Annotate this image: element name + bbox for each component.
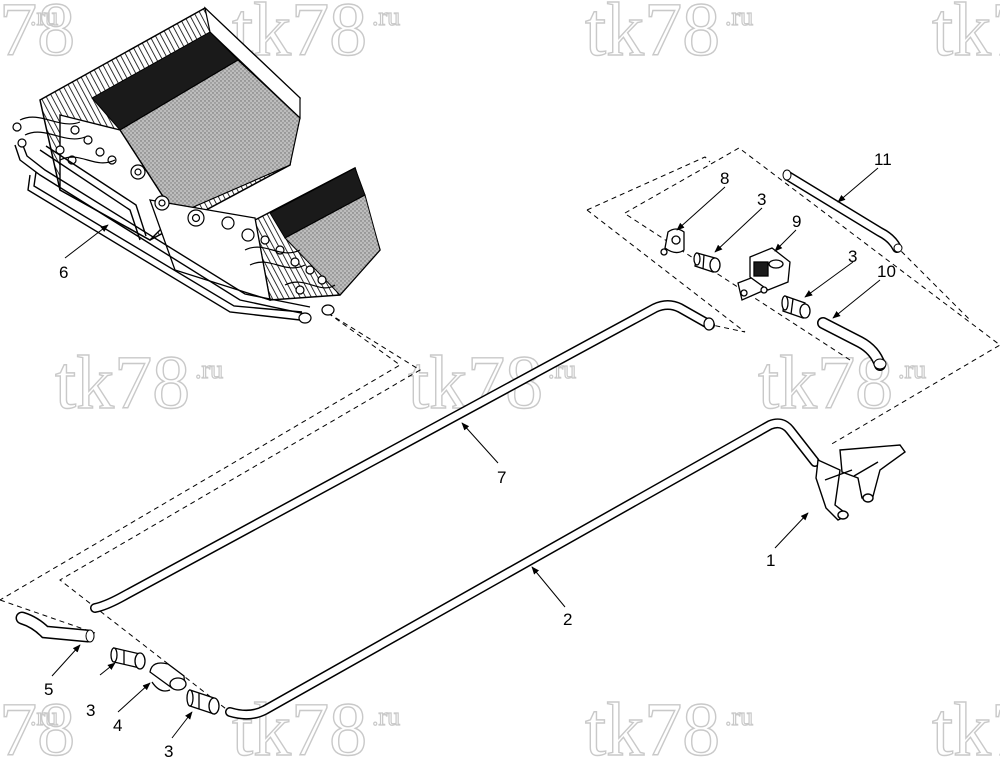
svg-text:tk78: tk78	[55, 341, 190, 425]
svg-text:tk78: tk78	[585, 0, 720, 72]
callout-4: 4	[113, 716, 122, 735]
callout-3: 3	[848, 247, 857, 266]
callout-5: 5	[44, 680, 53, 699]
svg-text:.ru: .ru	[725, 702, 753, 731]
callout-1: 1	[766, 551, 775, 570]
watermark: tk78.ru	[0, 0, 76, 73]
svg-text:.ru: .ru	[30, 2, 58, 31]
fitting-3-lower-left	[110, 647, 146, 670]
watermark: tk78.ru	[584, 0, 753, 73]
svg-text:tk78: tk78	[932, 0, 1000, 72]
svg-text:.ru: .ru	[372, 2, 400, 31]
callout-3: 3	[164, 742, 173, 761]
watermark: tk78.ru	[757, 340, 926, 425]
watermark: tk78.ru	[0, 687, 76, 761]
svg-text:tk78: tk78	[0, 688, 75, 761]
svg-text:tk78: tk78	[0, 0, 75, 72]
svg-text:.ru: .ru	[30, 702, 58, 731]
callout-3: 3	[757, 190, 766, 209]
long-tube-7	[90, 300, 715, 613]
callout-10: 10	[877, 262, 896, 281]
svg-text:tk78: tk78	[585, 688, 720, 761]
callout-7: 7	[497, 468, 506, 487]
hose-5	[15, 611, 95, 643]
clamp-4	[149, 662, 187, 692]
callout-labels: 1 2 3 3 3 3 4 5 6 7 8 9 10 11	[44, 150, 896, 761]
fitting-3-lower-right	[186, 689, 220, 715]
fitting-3-upper-right	[781, 295, 811, 319]
callouts	[51, 167, 881, 739]
fitting-3-upper-left	[693, 252, 721, 273]
solenoid-valve	[737, 247, 791, 301]
assembly-dashed-lines	[0, 147, 1000, 713]
evaporator-coil	[12, 6, 381, 324]
callout-8: 8	[720, 169, 729, 188]
svg-text:.ru: .ru	[725, 2, 753, 31]
watermark: tk78	[931, 687, 1000, 761]
watermark: tk78	[931, 0, 1000, 73]
callout-3: 3	[86, 701, 95, 720]
callout-2: 2	[563, 610, 572, 629]
watermark: tk78.ru	[407, 340, 576, 425]
watermark: tk78.ru	[54, 340, 223, 425]
callout-6: 6	[59, 263, 68, 282]
long-tube-2	[225, 418, 820, 720]
clamp-8	[660, 228, 685, 256]
hose-10	[817, 317, 887, 371]
svg-text:.ru: .ru	[898, 355, 926, 384]
tube-11	[782, 169, 903, 253]
svg-text:.ru: .ru	[372, 702, 400, 731]
svg-text:tk78: tk78	[232, 688, 367, 761]
watermark: tk78.ru	[584, 687, 753, 761]
svg-text:tk78: tk78	[932, 688, 1000, 761]
svg-text:.ru: .ru	[195, 355, 223, 384]
watermark: tk78.ru	[231, 687, 400, 761]
junction-fitting	[815, 444, 906, 521]
callout-9: 9	[792, 212, 801, 231]
callout-11: 11	[874, 150, 892, 169]
